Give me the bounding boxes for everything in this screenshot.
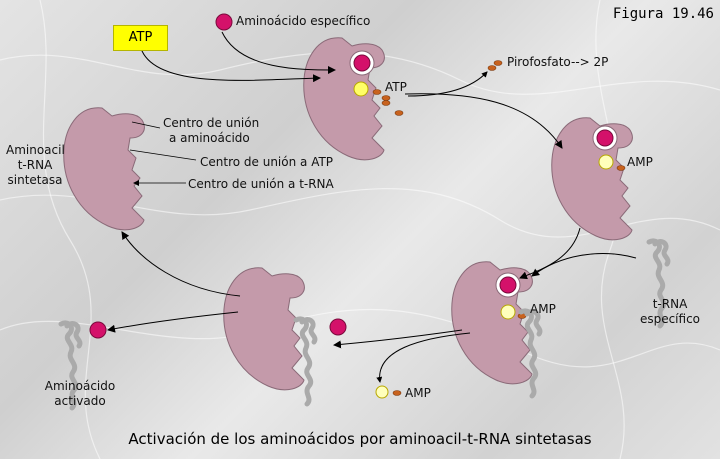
arrow-activated-release [107, 311, 239, 333]
enzyme-right [551, 117, 633, 241]
atp-sphere [353, 81, 369, 97]
arrow-top-to-right [404, 93, 563, 149]
amp-sphere-bottom-right [500, 304, 516, 320]
amino-acid-bound-bottom-right [499, 276, 517, 294]
label-enzyme-name: Aminoacil t-RNA sintetasa [6, 143, 65, 187]
label-site-amino-acid: Centro de unión a aminoácido [163, 116, 260, 145]
enzyme-bottom-left [223, 267, 305, 391]
arrow-right-to-bottom-right [519, 227, 581, 280]
amino-acid-bottom-left [329, 318, 347, 336]
enzyme-bottom-right [451, 261, 533, 385]
label-activated-amino-acid: Aminoácido activado [44, 379, 116, 408]
label-atp-enzyme: ATP [385, 80, 407, 94]
amino-acid-bound-right [596, 129, 614, 147]
figure-caption: Activación de los aminoácidos por aminoa… [128, 430, 592, 448]
label-pyrophosphate: Pirofosfato--> 2P [507, 55, 609, 69]
label-amp-2: AMP [530, 302, 556, 316]
trna-bound-bottom-left [296, 319, 315, 404]
pointer-aa-site [131, 121, 161, 129]
atp-box: ATP [113, 25, 168, 51]
label-site-trna: Centro de unión a t-RNA [188, 177, 334, 191]
arrow-aminoacid-to-enzyme [221, 31, 336, 74]
arrow-atp-to-enzyme [139, 44, 321, 83]
arrow-enzyme-return [121, 231, 241, 297]
label-specific-amino-acid: Aminoácido específico [236, 14, 371, 28]
label-site-atp: Centro de unión a ATP [200, 155, 334, 169]
label-amp-released: AMP [405, 386, 431, 400]
phosphate-group [372, 60, 626, 396]
amp-sphere-released [375, 385, 389, 399]
amino-acid-free [215, 13, 233, 31]
arrow-bottom-right-to-left [333, 329, 463, 349]
figure-label: Figura 19.46 [612, 6, 714, 22]
amino-acid-bound-top [353, 54, 371, 72]
amino-acid-activated [89, 321, 107, 339]
arrow-trna-in [531, 253, 637, 277]
label-amp-1: AMP [627, 155, 653, 169]
pointer-atp-site [129, 149, 197, 161]
amp-sphere-right [598, 154, 614, 170]
enzyme-free [63, 107, 145, 231]
arrow-pyrophosphate [407, 71, 488, 97]
label-specific-trna: t-RNA específico [639, 297, 701, 326]
arrow-amp-release [376, 332, 471, 383]
